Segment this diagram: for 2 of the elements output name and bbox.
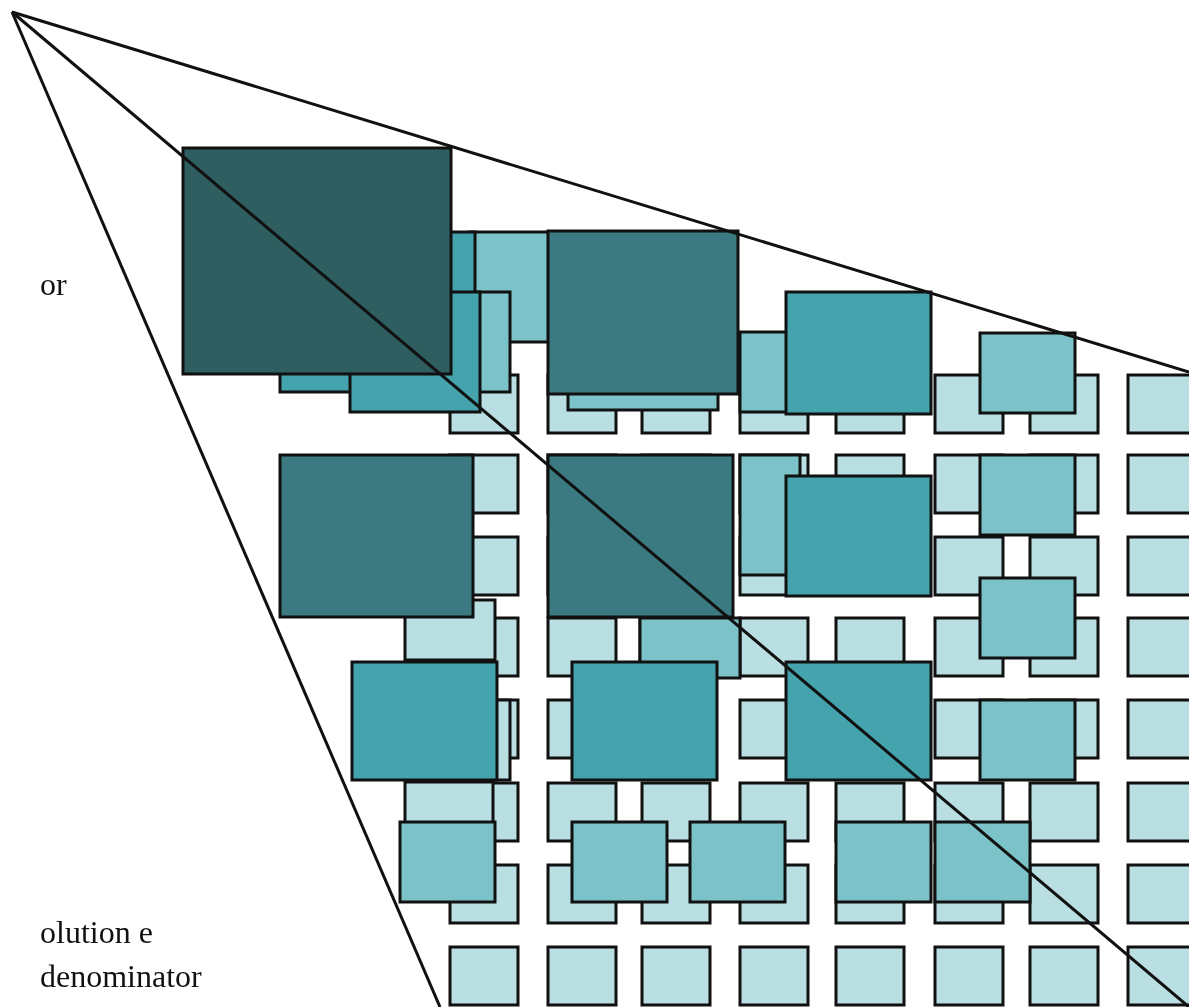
- caption-text: or: [40, 265, 68, 304]
- caption-text: olution e denominator: [40, 913, 203, 996]
